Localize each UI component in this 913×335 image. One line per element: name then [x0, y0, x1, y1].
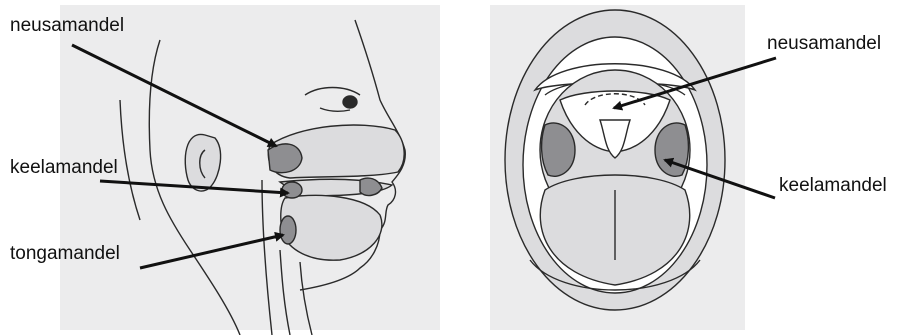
label-left-tongamandel: tongamandel: [10, 244, 120, 263]
label-left-keelamandel: keelamandel: [10, 158, 118, 177]
open-mouth-view: [490, 5, 745, 330]
label-left-neusamandel: neusamandel: [10, 16, 124, 35]
label-right-neusamandel: neusamandel: [767, 34, 881, 53]
label-right-keelamandel: keelamandel: [779, 176, 887, 195]
